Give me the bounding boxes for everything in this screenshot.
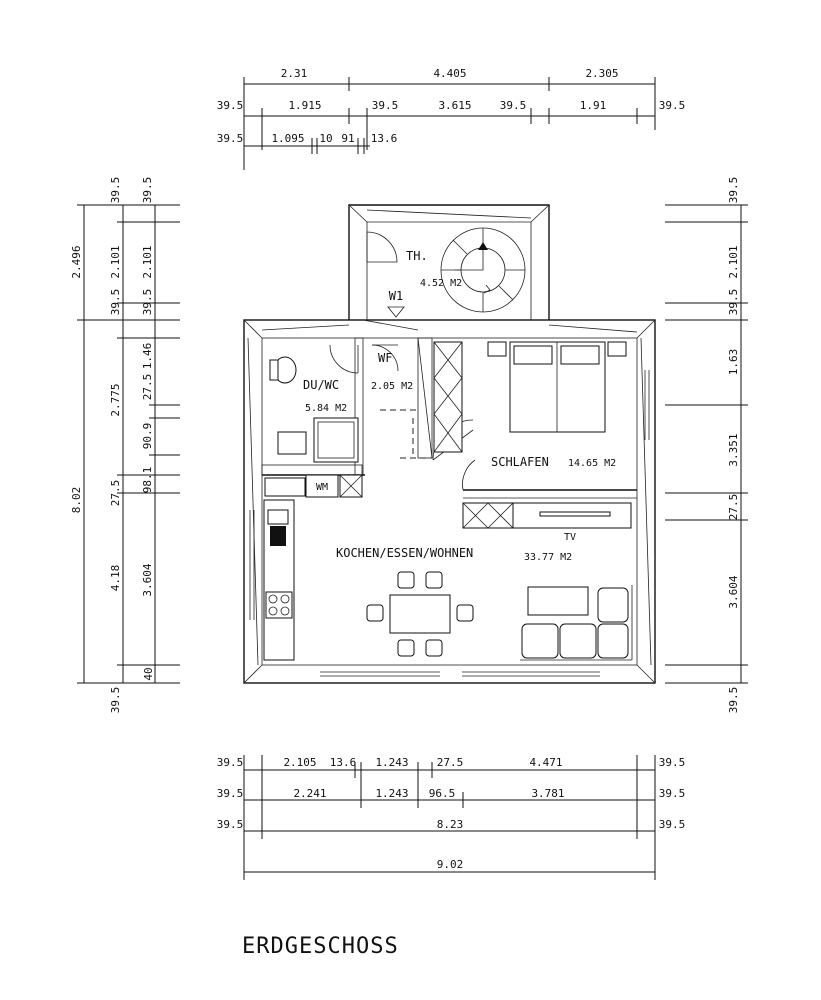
room-label-treppenhaus: TH.	[406, 249, 428, 263]
dim-left-inner-d: 1.46	[141, 343, 154, 370]
dim-bottom2-d: 96.5	[429, 787, 456, 800]
dim-right-f: 27.5	[727, 494, 740, 521]
dim-left-mid-e: 27.5	[109, 480, 122, 507]
tv-label: TV	[564, 532, 576, 543]
dim-bottom3-a: 39.5	[217, 818, 244, 831]
left-dimensions: 2.496 8.02 39.5 2.101 39.5 2.775 27.5 4.…	[70, 177, 180, 714]
dim-top2-c: 39.5	[372, 99, 399, 112]
dim-top2-e: 39.5	[500, 99, 527, 112]
stove-icon	[265, 591, 293, 619]
dim-left-outer-b: 8.02	[70, 487, 83, 514]
dim-bottom2-e: 3.781	[531, 787, 564, 800]
tv-board: TV	[462, 502, 632, 543]
dim-left-inner-b: 2.101	[141, 245, 154, 278]
dim-top2-f: 1.91	[580, 99, 607, 112]
wardrobe	[433, 341, 463, 453]
room-area-bad: 5.84 M2	[305, 403, 347, 414]
dim-left-mid-f: 4.18	[109, 565, 122, 592]
dim-left-mid-b: 2.101	[109, 245, 122, 278]
room-labels: TH. 4.52 M2 WF 2.05 M2 DU/WC 5.84 M2 SCH…	[303, 249, 616, 563]
dim-left-mid-h: 39.5	[109, 687, 122, 714]
sink-icon	[277, 431, 307, 455]
dim-right-a: 39.5	[727, 177, 740, 204]
washer: WM	[264, 474, 363, 498]
dim-top1-a: 2.31	[281, 67, 308, 80]
room-area-treppenhaus: 4.52 M2	[420, 278, 462, 289]
dim-right-g: 3.604	[727, 575, 740, 608]
dim-bottom3-c: 39.5	[659, 818, 686, 831]
doors	[329, 231, 476, 491]
dim-top3-e: 13.6	[371, 132, 398, 145]
room-label-schlafen: SCHLAFEN	[491, 455, 549, 469]
dining-table	[366, 571, 474, 657]
dim-bottom1-g: 39.5	[659, 756, 686, 769]
room-label-bad: DU/WC	[303, 378, 339, 392]
dim-top3-c: 10	[319, 132, 332, 145]
washer-label: WM	[316, 482, 328, 493]
bottom-dimensions: 39.5 2.105 13.6 1.243 27.5 4.471 39.5 39…	[217, 755, 686, 880]
room-area-wohnen: 33.77 M2	[524, 552, 572, 563]
entrance-marker: W1	[387, 289, 405, 318]
dim-top1-c: 2.305	[585, 67, 618, 80]
kitchen	[263, 499, 295, 661]
dim-left-inner-g: 98.1	[141, 467, 154, 494]
dim-bottom1-f: 4.471	[529, 756, 562, 769]
dim-left-inner-h: 3.604	[141, 563, 154, 596]
dim-right-d: 1.63	[727, 349, 740, 376]
dim-bottom4-total: 9.02	[437, 858, 464, 871]
entrance-label: W1	[389, 289, 403, 303]
dim-right-e: 3.351	[727, 433, 740, 466]
room-label-windfang: WF	[378, 351, 392, 365]
dim-bottom2-c: 1.243	[375, 787, 408, 800]
dim-bottom2-a: 39.5	[217, 787, 244, 800]
dim-left-mid-d: 2.775	[109, 383, 122, 416]
dim-left-mid-a: 39.5	[109, 177, 122, 204]
dim-bottom1-c: 13.6	[330, 756, 357, 769]
shower-icon	[313, 417, 359, 463]
dim-left-mid-g: 40	[142, 667, 155, 680]
right-dimensions: 39.5 2.101 39.5 1.63 3.351 27.5 3.604 39…	[665, 177, 748, 714]
dim-top2-b: 1.915	[288, 99, 321, 112]
dim-left-inner-f: 90.9	[141, 423, 154, 450]
dim-left-inner-e: 27.5	[141, 374, 154, 401]
dim-bottom1-b: 2.105	[283, 756, 316, 769]
drawing-title: ERDGESCHOSS	[242, 934, 399, 959]
dim-bottom1-e: 27.5	[437, 756, 464, 769]
nightstand-left	[487, 341, 507, 357]
nightstand-right	[607, 341, 627, 357]
dim-top1-b: 4.405	[433, 67, 466, 80]
walls	[243, 204, 656, 684]
dim-left-inner-c: 39.5	[141, 289, 154, 316]
room-label-wohnen: KOCHEN/ESSEN/WOHNEN	[336, 546, 473, 560]
dim-bottom1-d: 1.243	[375, 756, 408, 769]
dim-left-mid-c: 39.5	[109, 289, 122, 316]
dim-right-h: 39.5	[727, 687, 740, 714]
spiral-staircase	[440, 227, 526, 313]
dim-top2-g: 39.5	[659, 99, 686, 112]
dim-left-inner-a: 39.5	[141, 177, 154, 204]
dim-top3-a: 39.5	[217, 132, 244, 145]
dim-top3-d: 91	[341, 132, 354, 145]
bath-fixtures	[269, 356, 359, 463]
sofa	[520, 585, 633, 661]
dim-bottom2-b: 2.241	[293, 787, 326, 800]
dim-top3-b: 1.095	[271, 132, 304, 145]
dim-right-b: 2.101	[727, 245, 740, 278]
dim-top2-d: 3.615	[438, 99, 471, 112]
dim-bottom2-f: 39.5	[659, 787, 686, 800]
room-area-schlafen: 14.65 M2	[568, 458, 616, 469]
dim-right-c: 39.5	[727, 289, 740, 316]
dim-left-outer-a: 2.496	[70, 245, 83, 278]
top-dimensions: 2.31 4.405 2.305 39.5 1.915 39.5 3.615 3…	[217, 67, 686, 170]
dim-bottom1-a: 39.5	[217, 756, 244, 769]
bed	[487, 341, 627, 433]
dim-bottom3-b: 8.23	[437, 818, 464, 831]
dim-top2-a: 39.5	[217, 99, 244, 112]
sink-kitchen-icon	[267, 509, 289, 525]
room-area-windfang: 2.05 M2	[371, 381, 413, 392]
